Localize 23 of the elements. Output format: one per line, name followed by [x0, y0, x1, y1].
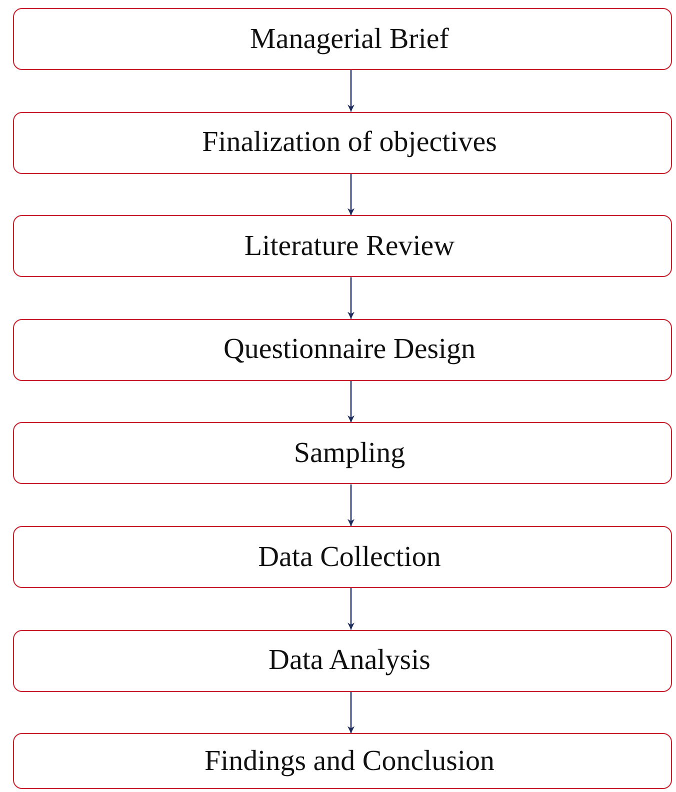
- step-label: Questionnaire Design: [222, 333, 476, 366]
- step-label: Findings and Conclusion: [203, 744, 494, 778]
- step-label: Managerial Brief: [249, 22, 449, 56]
- step-label: Sampling: [292, 436, 406, 470]
- process-box: [13, 318, 672, 381]
- step-label: Data Collection: [257, 540, 441, 574]
- process-box: [13, 630, 672, 692]
- arrow: [348, 692, 354, 734]
- process-box: [13, 422, 672, 484]
- process-box: [13, 8, 672, 70]
- process-box: [13, 112, 672, 174]
- process-box: [13, 526, 672, 588]
- arrow: [348, 277, 354, 319]
- arrow: [348, 174, 354, 216]
- arrow: [348, 70, 354, 112]
- step-label: Data Analysis: [268, 644, 430, 678]
- arrow: [348, 380, 354, 422]
- arrow: [348, 484, 354, 526]
- process-box: [13, 733, 672, 790]
- step-label: Finalization of objectives: [201, 126, 497, 160]
- arrow: [348, 588, 354, 630]
- process-box: [13, 215, 672, 278]
- step-label: Literature Review: [243, 230, 455, 263]
